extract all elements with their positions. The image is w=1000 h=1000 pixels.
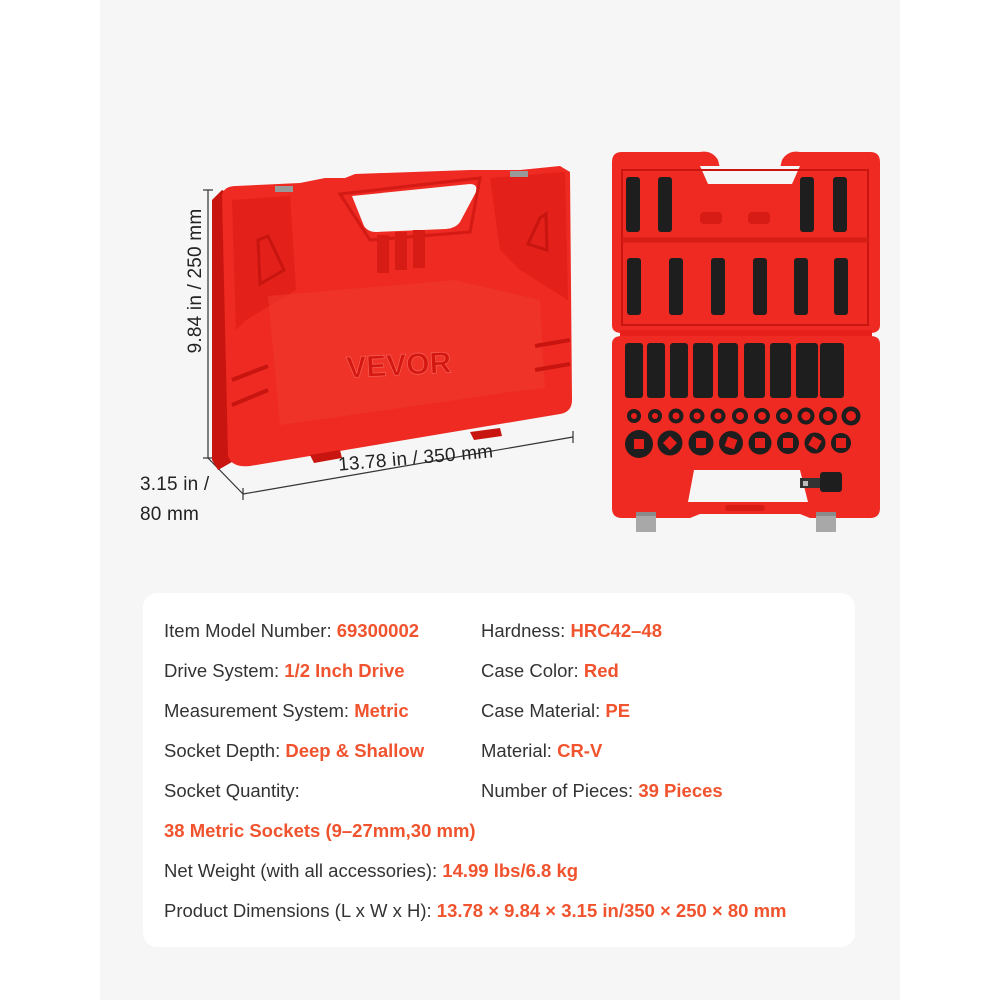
spec-case-color: Case Color: Red <box>481 660 619 682</box>
latch-icon <box>636 512 836 532</box>
spec-label: Product Dimensions (L x W x H): <box>164 900 437 921</box>
spec-value: CR-V <box>557 740 603 761</box>
depth-dimension-label: 3.15 in / 80 mm <box>140 470 209 530</box>
spec-value: 13.78 × 9.84 × 3.15 in/350 × 250 × 80 mm <box>436 900 787 921</box>
spec-value: PE <box>605 700 631 721</box>
spec-label: Number of Pieces: <box>481 780 639 801</box>
spec-label: Case Color: <box>481 660 584 681</box>
spec-label: Drive System: <box>164 660 285 681</box>
adapter-icon <box>800 472 842 492</box>
spec-number-of-pieces: Number of Pieces: 39 Pieces <box>481 780 723 802</box>
depth-line-2: 80 mm <box>140 504 200 525</box>
spec-value: 38 Metric Sockets (9–27mm,30 mm) <box>164 820 476 841</box>
spec-material: Material: CR-V <box>481 740 602 762</box>
spec-value: 1/2 Inch Drive <box>284 660 405 681</box>
spec-value: 39 Pieces <box>638 780 723 801</box>
spec-net-weight: Net Weight (with all accessories): 14.99… <box>164 860 578 882</box>
spec-label: Item Model Number: <box>164 620 337 641</box>
spec-value: 69300002 <box>336 620 420 641</box>
dimension-lines-icon <box>203 189 574 500</box>
spec-value: Metric <box>354 700 409 721</box>
spec-label: Socket Depth: <box>164 740 286 761</box>
spec-value: HRC42–48 <box>570 620 662 641</box>
spec-socket-quantity: Socket Quantity: <box>164 780 300 802</box>
specifications-card: Item Model Number: 69300002 Hardness: HR… <box>143 593 855 947</box>
spec-label: Case Material: <box>481 700 606 721</box>
spec-label: Hardness: <box>481 620 571 641</box>
spec-value: Deep & Shallow <box>285 740 425 761</box>
spec-label: Socket Quantity: <box>164 780 300 801</box>
spec-case-material: Case Material: PE <box>481 700 630 722</box>
spec-item-model-number: Item Model Number: 69300002 <box>164 620 419 642</box>
spec-socket-list: 38 Metric Sockets (9–27mm,30 mm) <box>164 820 476 842</box>
spec-hardness: Hardness: HRC42–48 <box>481 620 662 642</box>
spec-value: 14.99 lbs/6.8 kg <box>442 860 579 881</box>
spec-label: Measurement System: <box>164 700 355 721</box>
vevor-logo-icon: VEVOR <box>345 346 452 384</box>
spec-socket-depth: Socket Depth: Deep & Shallow <box>164 740 424 762</box>
depth-line-1: 3.15 in / <box>140 474 210 495</box>
spec-value: Red <box>583 660 619 681</box>
spec-label: Net Weight (with all accessories): <box>164 860 443 881</box>
spec-drive-system: Drive System: 1/2 Inch Drive <box>164 660 405 682</box>
spec-measurement-system: Measurement System: Metric <box>164 700 409 722</box>
spec-label: Material: <box>481 740 558 761</box>
spec-product-dimensions: Product Dimensions (L x W x H): 13.78 × … <box>164 900 787 922</box>
